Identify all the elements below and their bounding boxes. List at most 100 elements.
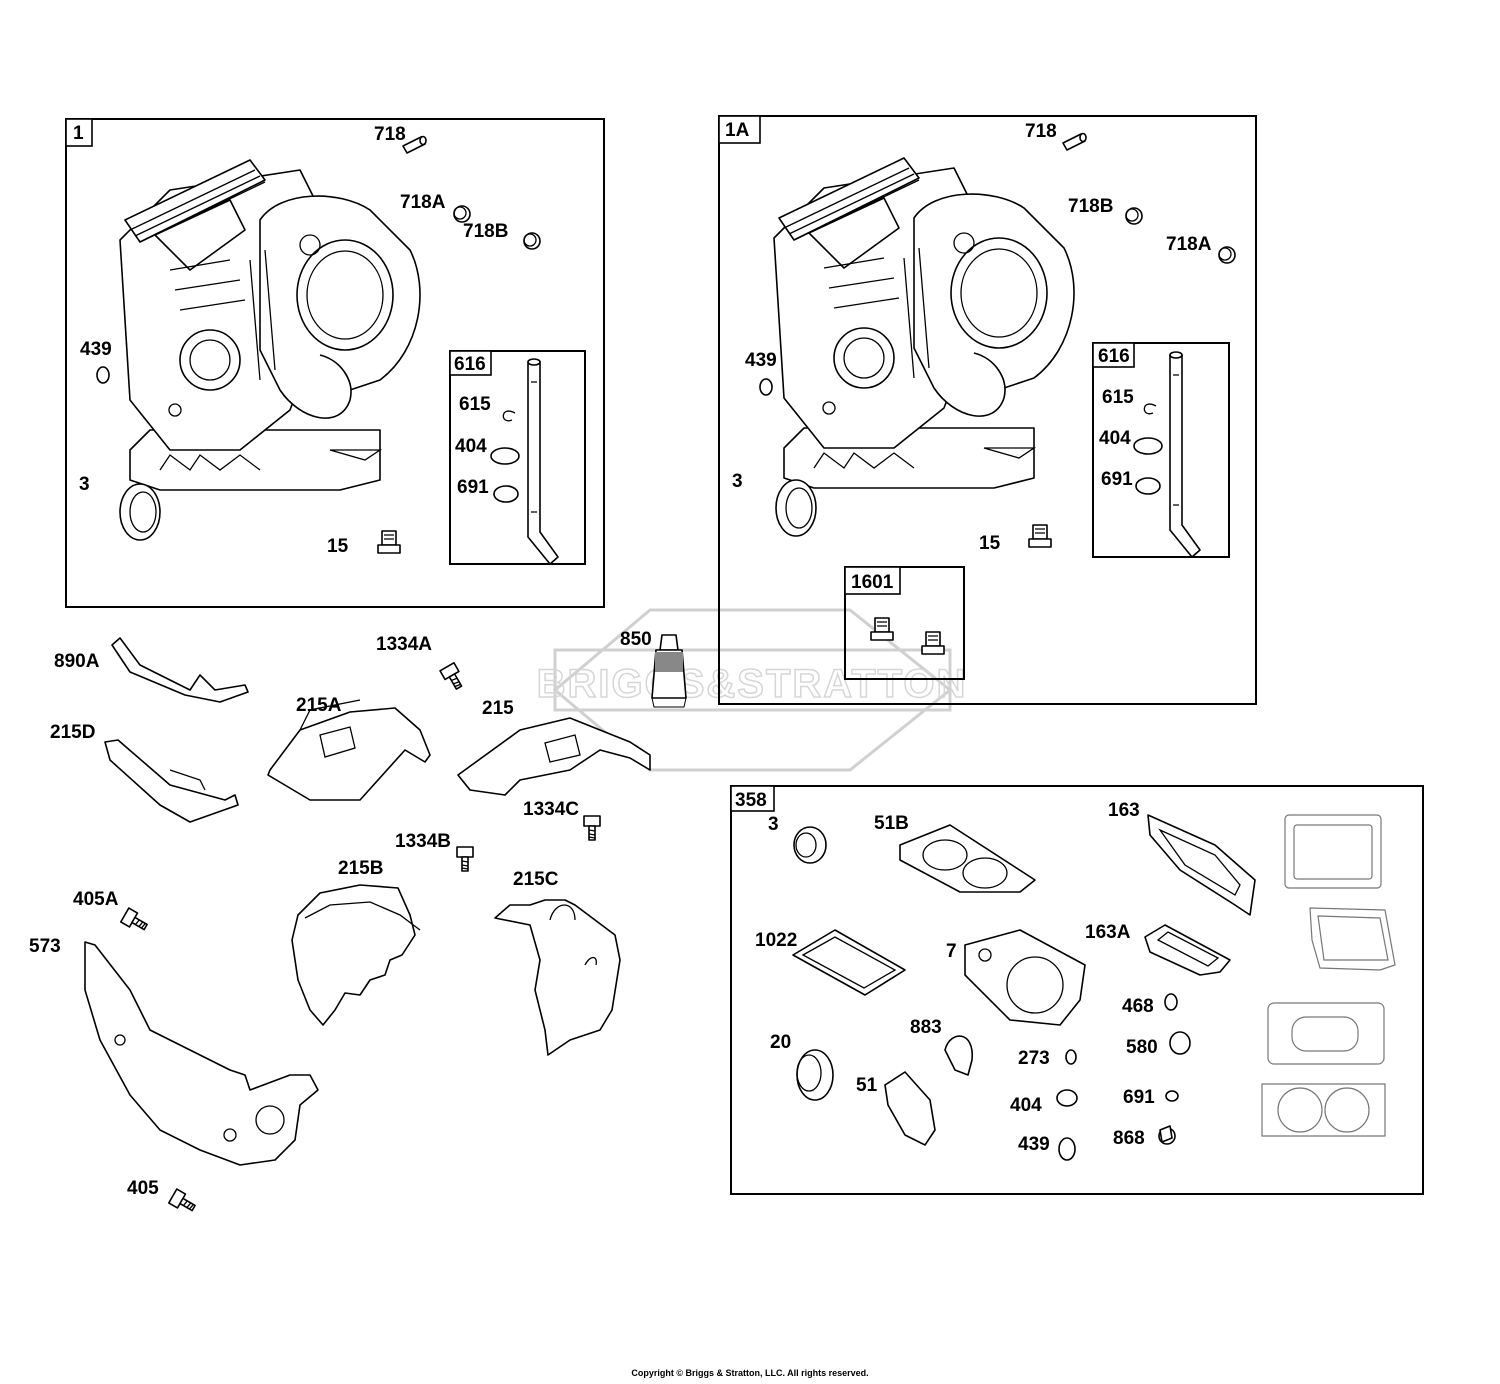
copyright-notice: Copyright © Briggs & Stratton, LLC. All … xyxy=(631,1368,869,1378)
part-label-718: 718 xyxy=(374,124,406,145)
part-718A-sleeve xyxy=(453,205,471,223)
subkit-tag: 616 xyxy=(454,354,486,375)
part-51-gasket xyxy=(884,1071,936,1146)
part-label-439: 439 xyxy=(80,339,112,360)
part-718-pin xyxy=(402,135,427,154)
part-label-404: 404 xyxy=(1010,1095,1042,1116)
part-405A-bolt xyxy=(120,907,151,935)
part-691-grommet xyxy=(1165,1090,1179,1102)
part-label-691: 691 xyxy=(1123,1087,1155,1108)
part-3-seal xyxy=(119,483,161,541)
part-label-163: 163 xyxy=(1108,800,1140,821)
part-label-868: 868 xyxy=(1113,1128,1145,1149)
part-label-691: 691 xyxy=(457,477,489,498)
part-15-bolt xyxy=(1028,524,1052,548)
part-468-ring xyxy=(1164,993,1178,1011)
part-273-ring xyxy=(1065,1049,1077,1065)
part-label-1022: 1022 xyxy=(755,930,797,951)
part-439-ring xyxy=(759,378,773,396)
part-439-ring xyxy=(96,366,110,384)
part-label-51B: 51B xyxy=(874,813,909,834)
part-15-bolt xyxy=(377,530,401,554)
part-405-bolt xyxy=(168,1188,199,1216)
part-label-718A: 718A xyxy=(1166,234,1212,255)
part-3-seal xyxy=(793,826,827,864)
part-label-15: 15 xyxy=(327,536,349,557)
part-label-691: 691 xyxy=(1101,469,1133,490)
part-label-1334C: 1334C xyxy=(523,799,579,820)
panel-tag: 1A xyxy=(725,120,750,141)
crankcase-drawing xyxy=(119,159,421,491)
part-439-ring xyxy=(1058,1137,1076,1161)
part-label-468: 468 xyxy=(1122,996,1154,1017)
part-label-718A: 718A xyxy=(400,192,446,213)
part-label-273: 273 xyxy=(1018,1048,1050,1069)
oil-fill-tube xyxy=(1169,351,1201,558)
part-label-1334A: 1334A xyxy=(376,634,432,655)
part-3-seal xyxy=(775,479,817,537)
part-163A-gasket xyxy=(1144,924,1231,976)
oil-fill-tube xyxy=(527,358,559,565)
part-label-615: 615 xyxy=(1102,387,1134,408)
part-615-clip xyxy=(1143,403,1157,415)
part-868-plug xyxy=(1158,1125,1176,1145)
part-718B-sleeve xyxy=(1125,207,1143,225)
part-1334C-screw xyxy=(583,815,601,841)
bolt-icon xyxy=(921,631,945,655)
part-215A-shroud xyxy=(267,707,431,801)
panel-gasket-set-358: 358 3 51B 163 xyxy=(730,785,1424,1195)
part-label-20: 20 xyxy=(770,1032,791,1053)
part-label-405A: 405A xyxy=(73,889,119,910)
loose-parts: 890A 1334A 850 215A 215 215D 1334C 1334B xyxy=(29,629,687,1216)
part-51B-gasket xyxy=(899,824,1036,893)
part-label-439: 439 xyxy=(1018,1134,1050,1155)
briggs-logo-watermark: BRIGGS&STRATTON xyxy=(536,608,968,772)
part-label-3: 3 xyxy=(79,474,90,495)
part-label-573: 573 xyxy=(29,936,61,957)
part-label-718: 718 xyxy=(1025,121,1057,142)
part-label-850: 850 xyxy=(620,629,652,650)
part-163-gasket xyxy=(1147,814,1256,916)
part-label-404: 404 xyxy=(455,436,487,457)
watermark-text: BRIGGS&STRATTON xyxy=(537,662,968,706)
panel-crankcase-1: 1 718 718A 718B 439 3 15 616 615 404 691 xyxy=(65,118,605,608)
part-label-883: 883 xyxy=(910,1017,942,1038)
subkit-616: 616 615 404 691 xyxy=(1092,342,1230,558)
part-215C-shroud xyxy=(494,899,621,1056)
part-850-sealant-tube xyxy=(651,634,687,708)
part-573-backplate xyxy=(84,941,319,1166)
part-label-718B: 718B xyxy=(463,221,508,242)
part-label-580: 580 xyxy=(1126,1037,1158,1058)
subkit-616: 616 615 404 691 xyxy=(449,350,586,565)
panel-tag: 358 xyxy=(735,790,767,811)
part-label-718B: 718B xyxy=(1068,196,1113,217)
subkit-1601: 1601 xyxy=(844,566,965,680)
part-label-215: 215 xyxy=(482,698,514,719)
part-20-seal xyxy=(796,1049,834,1101)
panel-crankcase-1A: 1A 718 718B 718A 439 3 15 616 615 404 69… xyxy=(718,115,1257,705)
part-1022-gasket xyxy=(792,929,906,996)
part-215D-bracket xyxy=(104,739,239,823)
part-718A-sleeve xyxy=(1218,246,1236,264)
part-label-215D: 215D xyxy=(50,722,95,743)
part-label-1334B: 1334B xyxy=(395,831,451,852)
part-615-clip xyxy=(502,410,516,422)
crankcase-drawing xyxy=(773,157,1075,489)
part-215-shroud xyxy=(457,717,651,796)
part-883-gasket xyxy=(944,1035,973,1076)
part-label-215C: 215C xyxy=(513,869,559,890)
part-404-washer xyxy=(1056,1089,1078,1107)
part-691-grommet xyxy=(493,485,519,503)
reference-gasket-outlines xyxy=(1261,814,1396,1137)
part-label-7: 7 xyxy=(946,941,957,962)
part-404-washer xyxy=(490,447,520,465)
part-label-3: 3 xyxy=(768,814,779,835)
part-label-215B: 215B xyxy=(338,858,383,879)
subkit-tag: 616 xyxy=(1098,346,1130,367)
part-404-washer xyxy=(1133,437,1163,455)
part-label-439: 439 xyxy=(745,350,777,371)
bolt-icon xyxy=(870,617,894,641)
part-label-3: 3 xyxy=(732,471,743,492)
part-label-215A: 215A xyxy=(296,695,342,716)
